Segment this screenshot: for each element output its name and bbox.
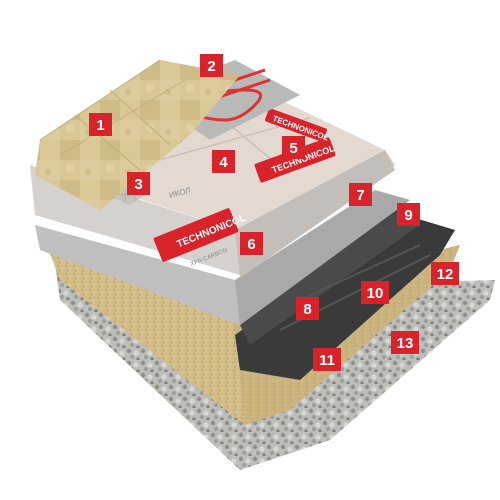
marker-1: 1 [89,113,112,136]
layer-markers: 1 2 3 4 5 6 7 8 [89,54,459,371]
svg-text:8: 8 [303,301,311,318]
svg-text:2: 2 [207,58,215,75]
svg-text:1: 1 [96,117,104,134]
marker-8: 8 [296,297,319,320]
marker-5: 5 [282,136,305,159]
marker-2: 2 [200,54,223,77]
svg-text:3: 3 [134,176,142,193]
svg-text:7: 7 [356,187,364,204]
svg-text:10: 10 [367,285,384,302]
svg-text:5: 5 [289,140,297,157]
marker-9: 9 [397,203,420,226]
marker-4: 4 [212,150,235,173]
marker-11: 11 [313,348,341,371]
concrete-base-slab [35,190,410,325]
svg-text:13: 13 [397,335,414,352]
svg-text:12: 12 [437,266,454,283]
marker-13: 13 [391,331,419,354]
svg-text:4: 4 [219,154,228,171]
marker-7: 7 [349,183,372,206]
marker-12: 12 [431,262,459,285]
svg-text:11: 11 [319,352,335,369]
svg-text:6: 6 [247,236,255,253]
ceramic-tiles [35,59,240,210]
marker-6: 6 [240,232,263,255]
marker-3: 3 [127,172,150,195]
svg-text:9: 9 [404,207,412,224]
marker-10: 10 [361,281,389,304]
